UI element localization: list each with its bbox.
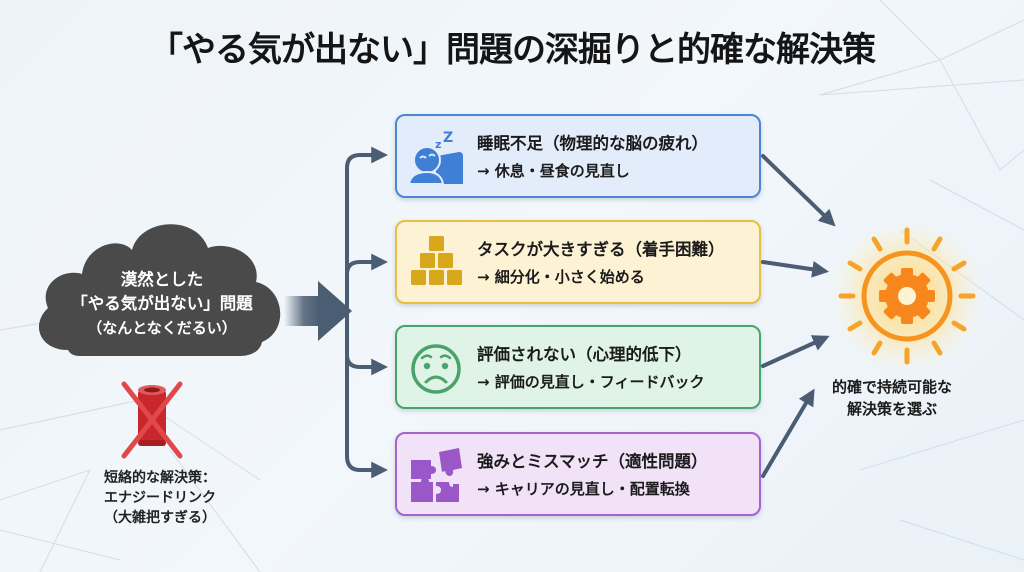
cause-card-task-size: タスクが大きすぎる（着手困難） → 細分化・小さく始める xyxy=(395,220,761,304)
cloud-icon xyxy=(38,224,281,356)
cause-card-evaluation: 評価されない（心理的低下） → 評価の見直し・フィードバック xyxy=(395,325,761,409)
main-arrow xyxy=(284,281,352,341)
worried-face-icon xyxy=(411,344,461,394)
goal-line1: 的確で持続可能な xyxy=(831,378,952,396)
svg-text:z: z xyxy=(435,138,441,151)
svg-text:Z: Z xyxy=(443,130,453,146)
goal-line2: 解決策を選ぶ xyxy=(846,400,937,418)
short-term-line2: エナジードリンク xyxy=(104,490,216,506)
cause-title: 評価されない（心理的低下） xyxy=(477,345,692,364)
cause-solution: → 評価の見直し・フィードバック xyxy=(477,373,705,391)
cause-solution: → 休息・昼食の見直し xyxy=(477,162,630,180)
cause-title: タスクが大きすぎる（着手困難） xyxy=(477,240,725,259)
cause-solution: → 細分化・小さく始める xyxy=(477,268,645,286)
crossed-energy-drink-icon xyxy=(121,381,183,459)
converging-arrows xyxy=(761,154,836,478)
cause-card-sleep: z Z 睡眠不足（物理的な脳の疲れ） → 休息・昼食の見直し xyxy=(395,114,761,198)
problem-line2: 「やる気が出ない」問題 xyxy=(71,294,253,313)
puzzle-pieces-icon xyxy=(411,448,462,502)
sleeping-person-icon: z Z xyxy=(407,130,463,185)
goal-label: 的確で持続可能な 解決策を選ぶ xyxy=(812,376,972,420)
branch-arrows xyxy=(345,146,389,479)
short-term-line1: 短絡的な解決策： xyxy=(104,470,216,486)
page-title: 「やる気が出ない」問題の深掘りと的確な解決策 xyxy=(149,30,876,70)
problem-line3: （なんとなくだるい） xyxy=(87,319,237,337)
sun-gear-icon xyxy=(829,218,985,374)
problem-line1: 漠然とした xyxy=(120,270,204,289)
short-term-solution-label: 短絡的な解決策： エナジードリンク （大雑把すぎる） xyxy=(60,468,260,528)
cause-card-mismatch: 強みとミスマッチ（適性問題） → キャリアの見直し・配置転換 xyxy=(395,432,761,516)
problem-label: 漠然とした 「やる気が出ない」問題 （なんとなくだるい） xyxy=(52,268,272,340)
short-term-line3: （大雑把すぎる） xyxy=(104,510,216,526)
cause-solution: → キャリアの見直し・配置転換 xyxy=(477,480,690,498)
stacked-blocks-icon xyxy=(411,236,462,285)
cause-title: 睡眠不足（物理的な脳の疲れ） xyxy=(477,134,708,153)
cause-title: 強みとミスマッチ（適性問題） xyxy=(477,452,708,471)
